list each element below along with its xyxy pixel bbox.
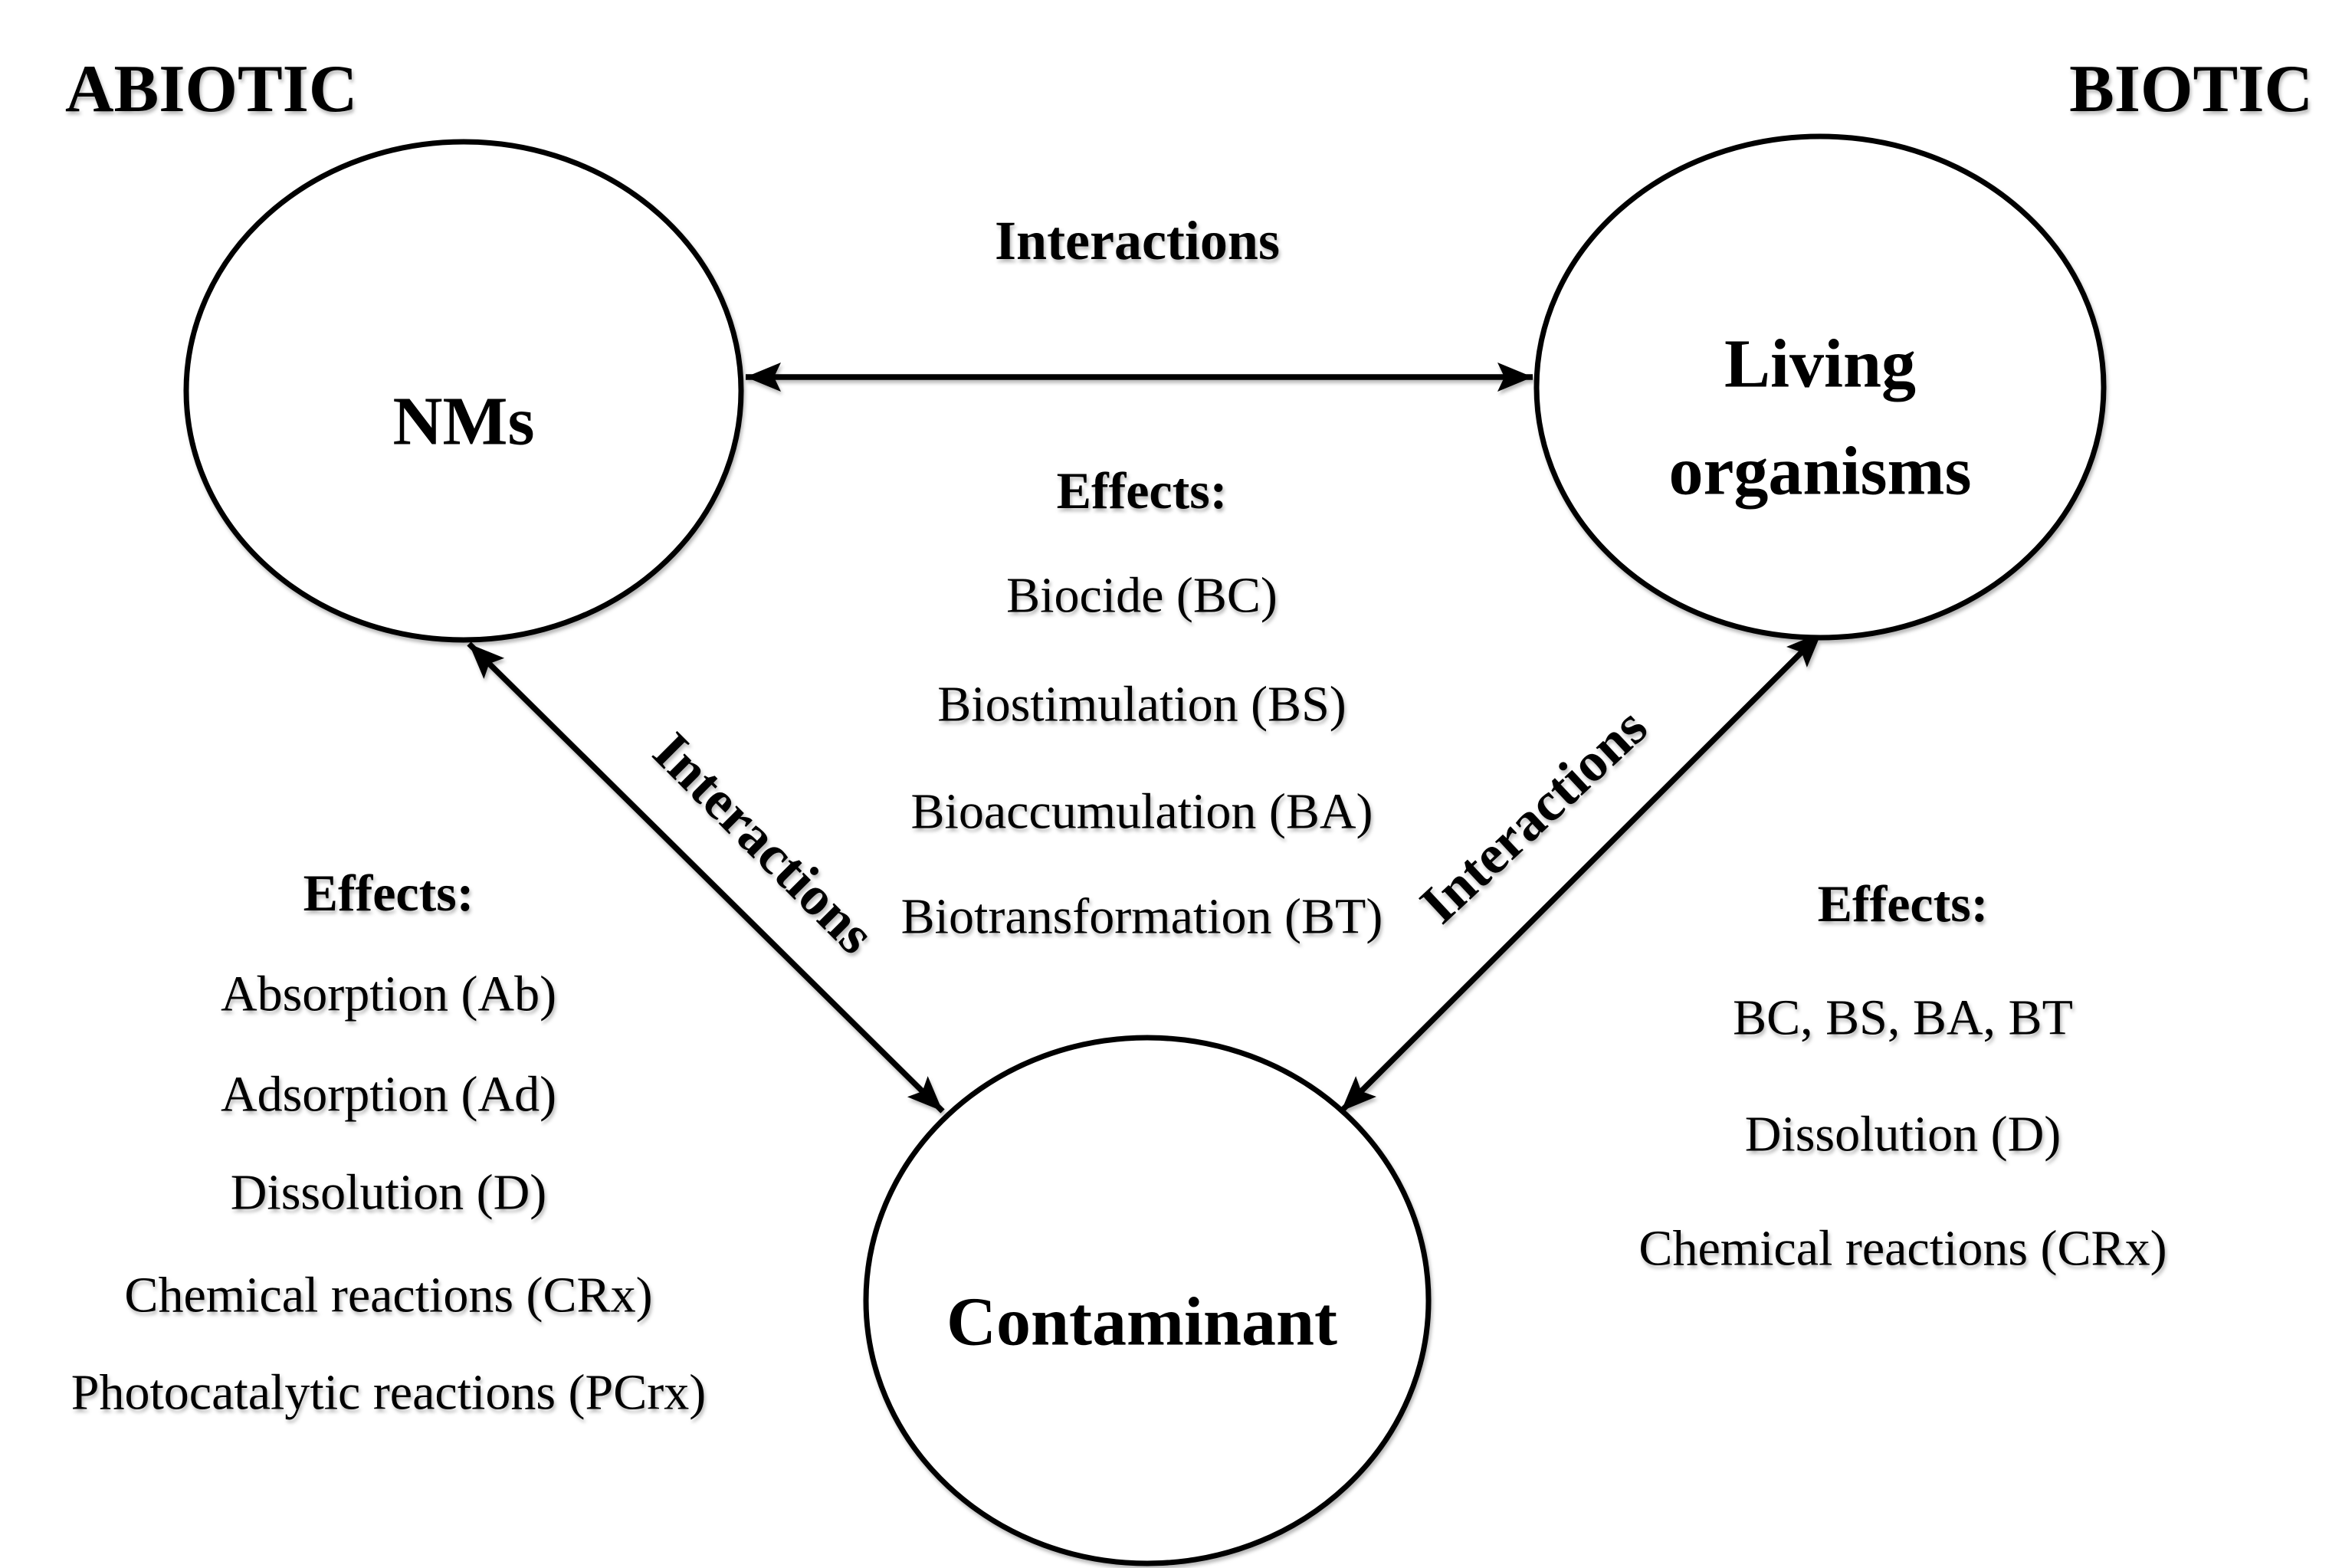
effects-center-item: Biocide (BC) (1006, 568, 1278, 624)
effects-left-item: Dissolution (D) (231, 1165, 547, 1221)
effects-center-header: Effects: (1057, 461, 1228, 520)
living-organisms-label-line2: organisms (1668, 434, 1971, 510)
effects-left-item: Adsorption (Ad) (221, 1067, 556, 1123)
contaminant-circle (863, 1035, 1432, 1566)
effects-right-item: Chemical reactions (CRx) (1638, 1221, 2167, 1277)
effects-left-item: Photocatalytic reactions (PCrx) (71, 1365, 706, 1421)
effects-left-header: Effects: (303, 864, 474, 922)
interactions-label-right-diagonal: Interactions (1409, 696, 1659, 935)
effects-left-item: Absorption (Ab) (221, 966, 556, 1022)
contaminant-circle-label: Contaminant (946, 1284, 1337, 1360)
effects-center-item: Biotransformation (BT) (901, 889, 1383, 945)
effects-list-center: Effects: Biocide (BC) Biostimulation (BS… (901, 461, 1383, 945)
nms-circle (183, 139, 744, 643)
interactions-label-left-diagonal: Interactions (641, 720, 887, 966)
living-organisms-label-line1: Living (1724, 326, 1916, 402)
effects-right-header: Effects: (1818, 874, 1989, 933)
interactions-label-top: Interactions (995, 210, 1280, 271)
effects-left-item: Chemical reactions (CRx) (124, 1268, 652, 1324)
effects-center-item: Biostimulation (BS) (937, 677, 1346, 733)
biotic-region-label: BIOTIC (2069, 52, 2313, 126)
effects-list-left: Effects: Absorption (Ab) Adsorption (Ad)… (71, 864, 706, 1421)
effects-list-right: Effects: BC, BS, BA, BT Dissolution (D) … (1638, 874, 2167, 1277)
arrow-nms-contaminant (467, 641, 945, 1114)
effects-right-item: Dissolution (D) (1745, 1107, 2062, 1163)
effects-right-item: BC, BS, BA, BT (1733, 990, 2073, 1046)
effects-center-item: Bioaccumulation (BA) (910, 784, 1373, 840)
abiotic-region-label: ABIOTIC (65, 52, 357, 126)
living-organisms-circle (1533, 133, 2107, 641)
arrow-living-contaminant (1339, 630, 1824, 1114)
nms-circle-label: NMs (393, 384, 535, 460)
